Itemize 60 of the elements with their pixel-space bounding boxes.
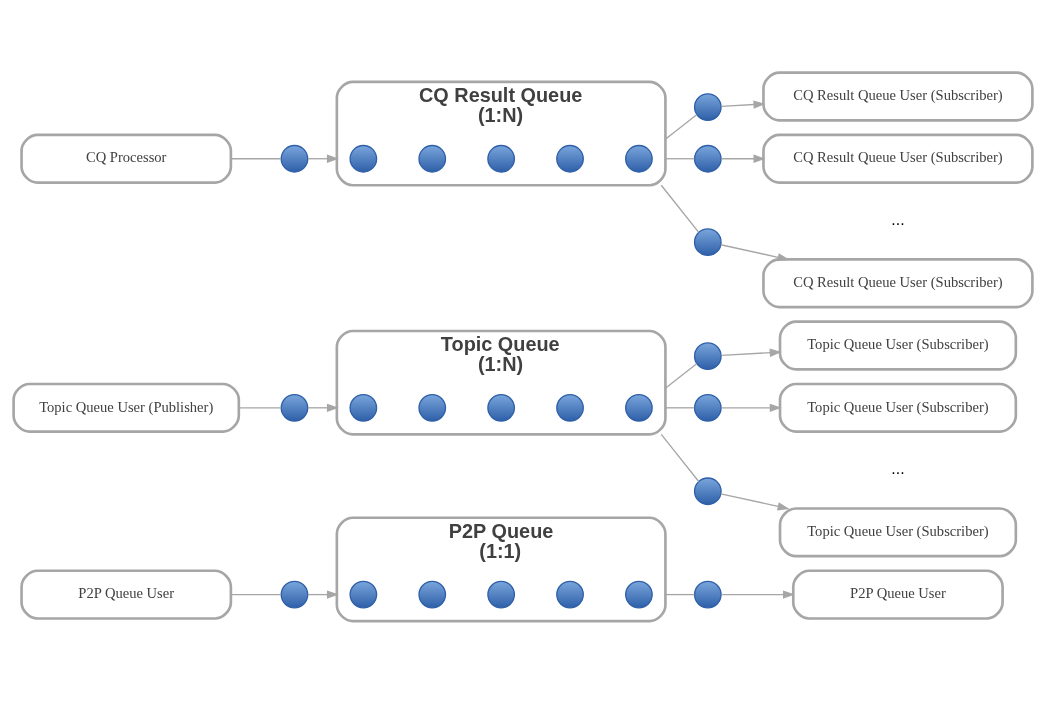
node-box: CQ Result Queue User (Subscriber) [762, 257, 1034, 308]
node-circle [487, 393, 516, 422]
arrow [307, 154, 339, 163]
node-circle [693, 144, 722, 173]
node-circle [693, 341, 722, 370]
node-circle [556, 144, 584, 173]
connector [664, 593, 696, 595]
node-circle [625, 144, 653, 173]
node-box: P2P Queue User [791, 568, 1004, 620]
node-circle [556, 580, 584, 608]
arrow [720, 589, 795, 599]
node-box: Topic Queue User (Subscriber) [778, 382, 1018, 433]
node-box: CQ Result Queue User (Subscriber) [762, 133, 1034, 184]
connector [660, 433, 700, 482]
connector [660, 184, 700, 233]
label: ... [891, 459, 905, 477]
node-circle [693, 476, 722, 505]
connector [238, 406, 282, 408]
node-box: CQ Processor [20, 133, 233, 184]
node-circle [349, 393, 378, 422]
node-circle [625, 580, 653, 608]
connector [664, 362, 698, 389]
node-box: P2P Queue User [20, 568, 233, 620]
arrow [720, 403, 782, 412]
arrow [720, 154, 766, 163]
arrow [720, 243, 790, 261]
node-circle [418, 580, 447, 608]
node-box: CQ Result Queue User (Subscriber) [762, 70, 1034, 122]
node-circle [625, 393, 653, 422]
node-circle [693, 393, 722, 422]
node-box: Topic Queue User (Subscriber) [778, 319, 1018, 371]
arrow [307, 589, 339, 599]
node-circle [487, 580, 516, 608]
node-circle [693, 92, 722, 121]
label: ... [891, 210, 905, 228]
node-circle [693, 580, 722, 608]
node-circle [349, 144, 378, 173]
node-circle [418, 393, 447, 422]
node-box: Topic Queue User (Subscriber) [778, 506, 1018, 557]
node-circle [487, 144, 516, 173]
node-circle [693, 227, 722, 256]
cluster: P2P Queue (1:1) [335, 515, 667, 622]
connector [664, 157, 696, 159]
connector [664, 406, 696, 408]
connector [664, 113, 698, 140]
node-box: Topic Queue User (Publisher) [12, 382, 241, 433]
cluster: Topic Queue (1:N) [335, 329, 667, 436]
node-circle [418, 144, 447, 173]
node-circle [349, 580, 378, 608]
node-circle [280, 393, 309, 422]
cluster: CQ Result Queue (1:N) [335, 80, 667, 187]
arrow [720, 348, 782, 357]
node-circle [280, 144, 309, 173]
connector [230, 593, 282, 595]
arrow [720, 492, 790, 510]
node-circle [556, 393, 584, 422]
node-circle [280, 580, 309, 608]
arrow [307, 403, 339, 412]
connector [230, 157, 282, 159]
arrow [720, 99, 766, 109]
